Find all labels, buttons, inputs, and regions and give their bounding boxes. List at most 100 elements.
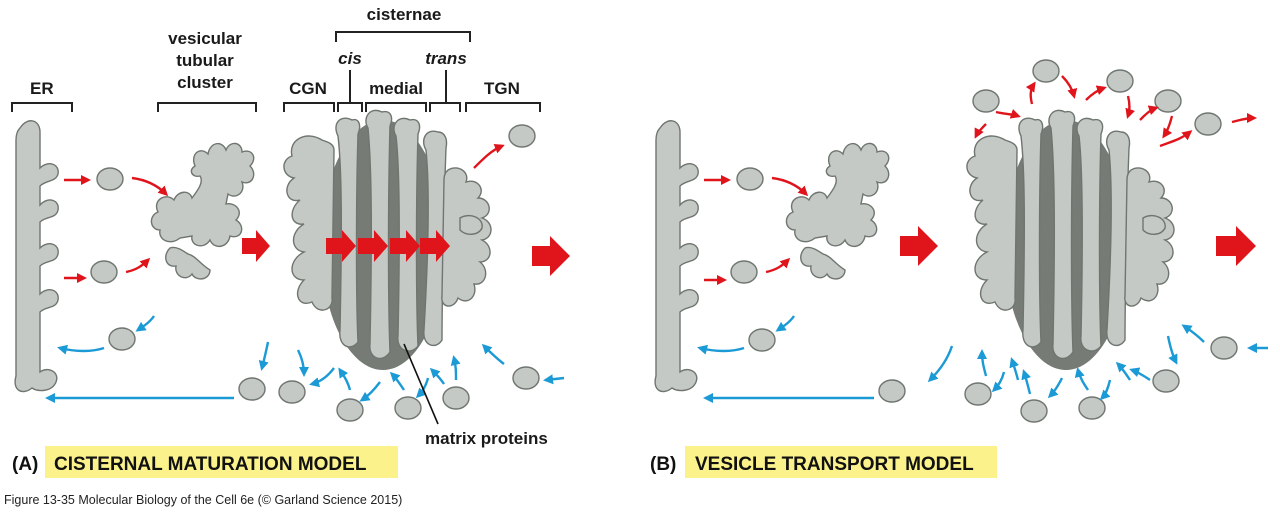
vesicle — [508, 124, 536, 148]
retrograde-arrow — [1166, 335, 1178, 365]
panel-a-title-highlight — [45, 446, 398, 478]
golgi-stack — [966, 109, 1175, 371]
vesicle — [964, 382, 992, 406]
vesicle — [1152, 369, 1180, 393]
anterograde-arrow — [131, 176, 169, 197]
er-label: ER — [30, 79, 54, 98]
retrograde-arrow — [481, 343, 505, 365]
anterograde-arrow — [1125, 95, 1136, 119]
flow-arrow — [420, 230, 450, 262]
figure-caption: Figure 13-35 Molecular Biology of the Ce… — [4, 493, 402, 507]
vesicle — [972, 89, 1000, 113]
vtc-bracket — [157, 102, 257, 112]
vesicle — [238, 377, 266, 401]
panel-b: (B) VESICLE TRANSPORT MODEL — [650, 59, 1268, 478]
matrix-proteins-leader — [403, 343, 439, 425]
trans-label: trans — [425, 49, 467, 68]
vesicle — [878, 379, 906, 403]
cisternae-bracket — [335, 31, 471, 42]
retrograde-arrow — [991, 371, 1006, 393]
medial-bracket — [365, 102, 427, 112]
exit-flow-arrow — [1216, 226, 1256, 266]
anterograde-arrow — [771, 176, 809, 197]
anterograde-arrow — [1139, 105, 1159, 121]
retrograde-arrow — [1099, 379, 1112, 401]
vesicle — [736, 167, 764, 191]
retrograde-arrow — [1009, 357, 1020, 381]
vesicle — [1020, 399, 1048, 423]
tgn-label: TGN — [484, 79, 520, 98]
vesicle — [1106, 69, 1134, 93]
anterograde-arrow — [1025, 81, 1036, 105]
retrograde-arrow — [359, 381, 381, 402]
anterograde-arrow — [125, 257, 151, 274]
er-bracket — [11, 102, 73, 112]
retrograde-arrow — [697, 344, 745, 355]
vesicle — [1078, 396, 1106, 420]
panel-b-title: VESICLE TRANSPORT MODEL — [695, 454, 974, 475]
panel-a-letter: (A) — [12, 454, 38, 475]
exit-flow-arrow — [532, 236, 570, 276]
vesicular-tubular-cluster — [150, 142, 255, 280]
retrograde-arrow — [296, 349, 310, 378]
anterograde-arrow — [765, 257, 791, 274]
anterograde-arrow — [1085, 85, 1107, 101]
vesicle — [278, 380, 306, 404]
flow-arrow — [242, 230, 270, 262]
anterograde-arrow — [1231, 112, 1258, 124]
vesicle — [1154, 89, 1182, 113]
matrix-proteins-label: matrix proteins — [425, 429, 548, 448]
retrograde-arrow — [1115, 361, 1131, 381]
anterograde-arrow — [995, 108, 1021, 119]
golgi-stack — [283, 109, 492, 371]
trans-bracket — [429, 102, 461, 112]
vesicle — [394, 396, 422, 420]
cis-bracket — [337, 102, 363, 112]
retrograde-arrow — [1181, 324, 1205, 343]
retrograde-arrow — [429, 367, 445, 385]
tgn-bracket — [465, 102, 541, 112]
anterograde-arrow — [974, 123, 987, 139]
vesicle — [748, 328, 776, 352]
vesicle — [1194, 112, 1222, 136]
vtc-label-line1: vesicular — [168, 29, 242, 48]
medial-label: medial — [369, 79, 423, 98]
retrograde-arrow — [542, 374, 565, 385]
er-membrane — [654, 120, 699, 393]
anterograde-arrow — [473, 143, 505, 169]
anterograde-arrow — [1162, 115, 1174, 139]
retrograde-arrow — [1021, 369, 1032, 395]
vesicle — [512, 366, 540, 390]
retrograde-arrow — [1074, 367, 1089, 391]
retrograde-arrow — [258, 341, 270, 371]
retrograde-arrow — [1047, 377, 1064, 399]
vesicle — [730, 260, 758, 284]
retrograde-arrow — [927, 345, 954, 383]
anterograde-arrow — [1061, 75, 1078, 99]
retrograde-arrow — [450, 355, 461, 381]
vesicle — [336, 398, 364, 422]
vtc-label-line2: tubular — [176, 51, 234, 70]
vesicle — [108, 327, 136, 351]
panel-a: ER vesicular tubular cluster cisternae C… — [11, 5, 570, 478]
flow-arrow — [326, 230, 356, 262]
retrograde-arrow — [1129, 367, 1151, 381]
panel-a-title: CISTERNAL MATURATION MODEL — [54, 454, 367, 475]
cgn-bracket — [283, 102, 335, 112]
retrograde-arrow — [976, 348, 988, 377]
er-membrane — [14, 120, 59, 393]
vesicular-tubular-cluster — [785, 142, 890, 280]
vesicle — [96, 167, 124, 191]
cgn-label: CGN — [289, 79, 327, 98]
panel-b-title-highlight — [685, 446, 997, 478]
panel-b-letter: (B) — [650, 454, 676, 475]
vesicle — [442, 386, 470, 410]
flow-arrow — [390, 230, 420, 262]
retrograde-arrow — [135, 315, 155, 332]
cis-label: cis — [338, 49, 362, 68]
retrograde-arrow — [389, 371, 405, 391]
retrograde-arrow — [309, 367, 335, 388]
vesicle — [90, 260, 118, 284]
anterograde-arrow — [1159, 130, 1193, 148]
